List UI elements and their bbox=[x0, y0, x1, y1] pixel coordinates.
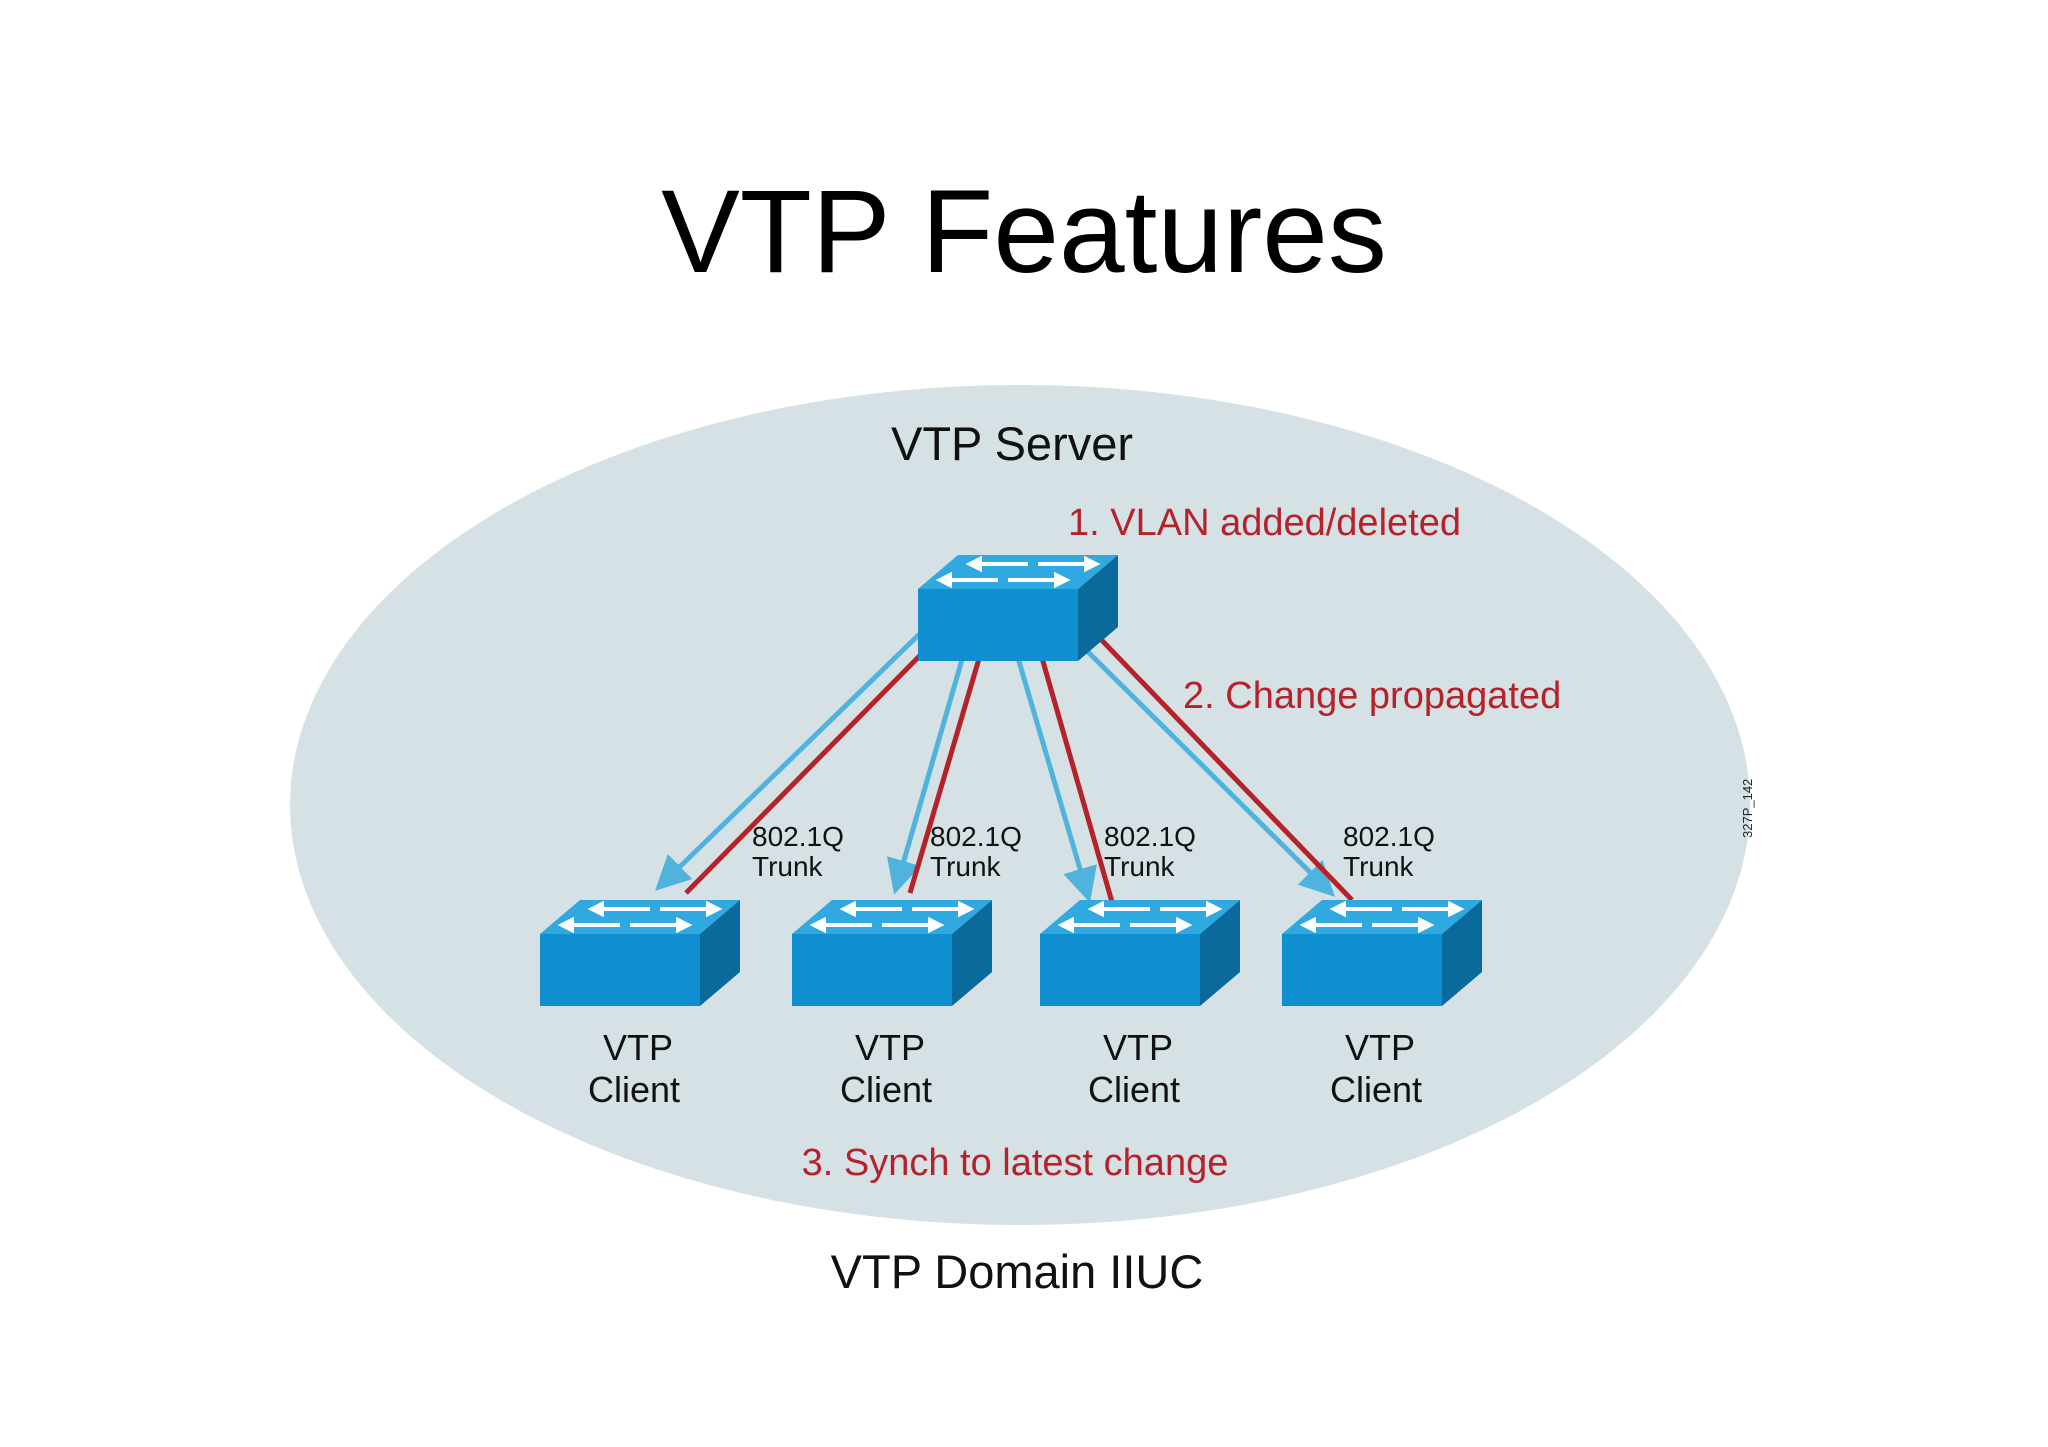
client-label-4a: VTP bbox=[1345, 1027, 1415, 1068]
red-link-1 bbox=[684, 623, 952, 895]
trunk-label-3b: Trunk bbox=[1104, 851, 1176, 882]
domain-label: VTP Domain IIUC bbox=[831, 1245, 1204, 1298]
trunk-label-1a: 802.1Q bbox=[752, 821, 844, 852]
client-label-2b: Client bbox=[840, 1069, 932, 1110]
trunk-label-1b: Trunk bbox=[752, 851, 824, 882]
server-label: VTP Server bbox=[891, 417, 1133, 470]
vtp-server-switch bbox=[916, 553, 1120, 663]
red-link-4 bbox=[1088, 626, 1354, 902]
client-label-1b: Client bbox=[588, 1069, 680, 1110]
blue-link-3 bbox=[1015, 657, 1097, 903]
step3-label: 3. Synch to latest change bbox=[802, 1142, 1229, 1184]
trunk-label-4b: Trunk bbox=[1343, 851, 1415, 882]
vtp-client-switch-1 bbox=[538, 898, 742, 1008]
client-label-2a: VTP bbox=[855, 1027, 925, 1068]
vtp-client-switch-4 bbox=[1280, 898, 1484, 1008]
trunk-links bbox=[654, 618, 1354, 903]
page-title: VTP Features bbox=[661, 166, 1387, 298]
blue-link-2 bbox=[886, 631, 973, 895]
red-link-2 bbox=[907, 634, 989, 894]
client-label-4b: Client bbox=[1330, 1069, 1422, 1110]
trunk-label-4a: 802.1Q bbox=[1343, 821, 1435, 852]
vtp-domain-area bbox=[290, 385, 1750, 1225]
blue-link-1 bbox=[654, 618, 936, 891]
switch-icon bbox=[916, 553, 1120, 663]
switch-icon bbox=[538, 898, 742, 1008]
blue-link-4 bbox=[1074, 638, 1335, 897]
client-label-3b: Client bbox=[1088, 1069, 1180, 1110]
switch-icon bbox=[790, 898, 994, 1008]
trunk-label-3a: 802.1Q bbox=[1104, 821, 1196, 852]
switch-icon bbox=[1038, 898, 1242, 1008]
switch-icon bbox=[1280, 898, 1484, 1008]
trunk-label-2a: 802.1Q bbox=[930, 821, 1022, 852]
step1-label: 1. VLAN added/deleted bbox=[1068, 502, 1461, 544]
client-label-1a: VTP bbox=[603, 1027, 673, 1068]
vtp-client-switch-2 bbox=[790, 898, 994, 1008]
trunk-label-2b: Trunk bbox=[930, 851, 1002, 882]
client-label-3a: VTP bbox=[1103, 1027, 1173, 1068]
step2-label: 2. Change propagated bbox=[1183, 675, 1561, 717]
red-link-3 bbox=[1039, 657, 1115, 903]
vtp-client-switch-3 bbox=[1038, 898, 1242, 1008]
figure-id: 327P_142 bbox=[1740, 779, 1755, 838]
